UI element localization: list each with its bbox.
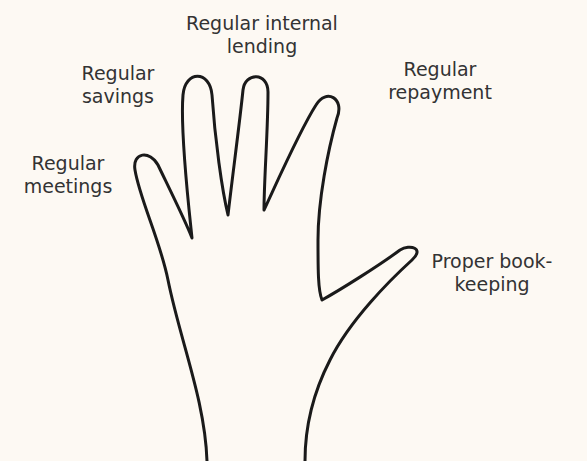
- finger-label: Regular repayment: [375, 58, 505, 104]
- finger-label: Regular savings: [68, 62, 168, 108]
- finger-label: Proper book-keeping: [412, 250, 572, 296]
- finger-label: Regular meetings: [18, 152, 118, 198]
- hand-outline: [135, 76, 417, 461]
- finger-label: Regular internal lending: [167, 12, 357, 58]
